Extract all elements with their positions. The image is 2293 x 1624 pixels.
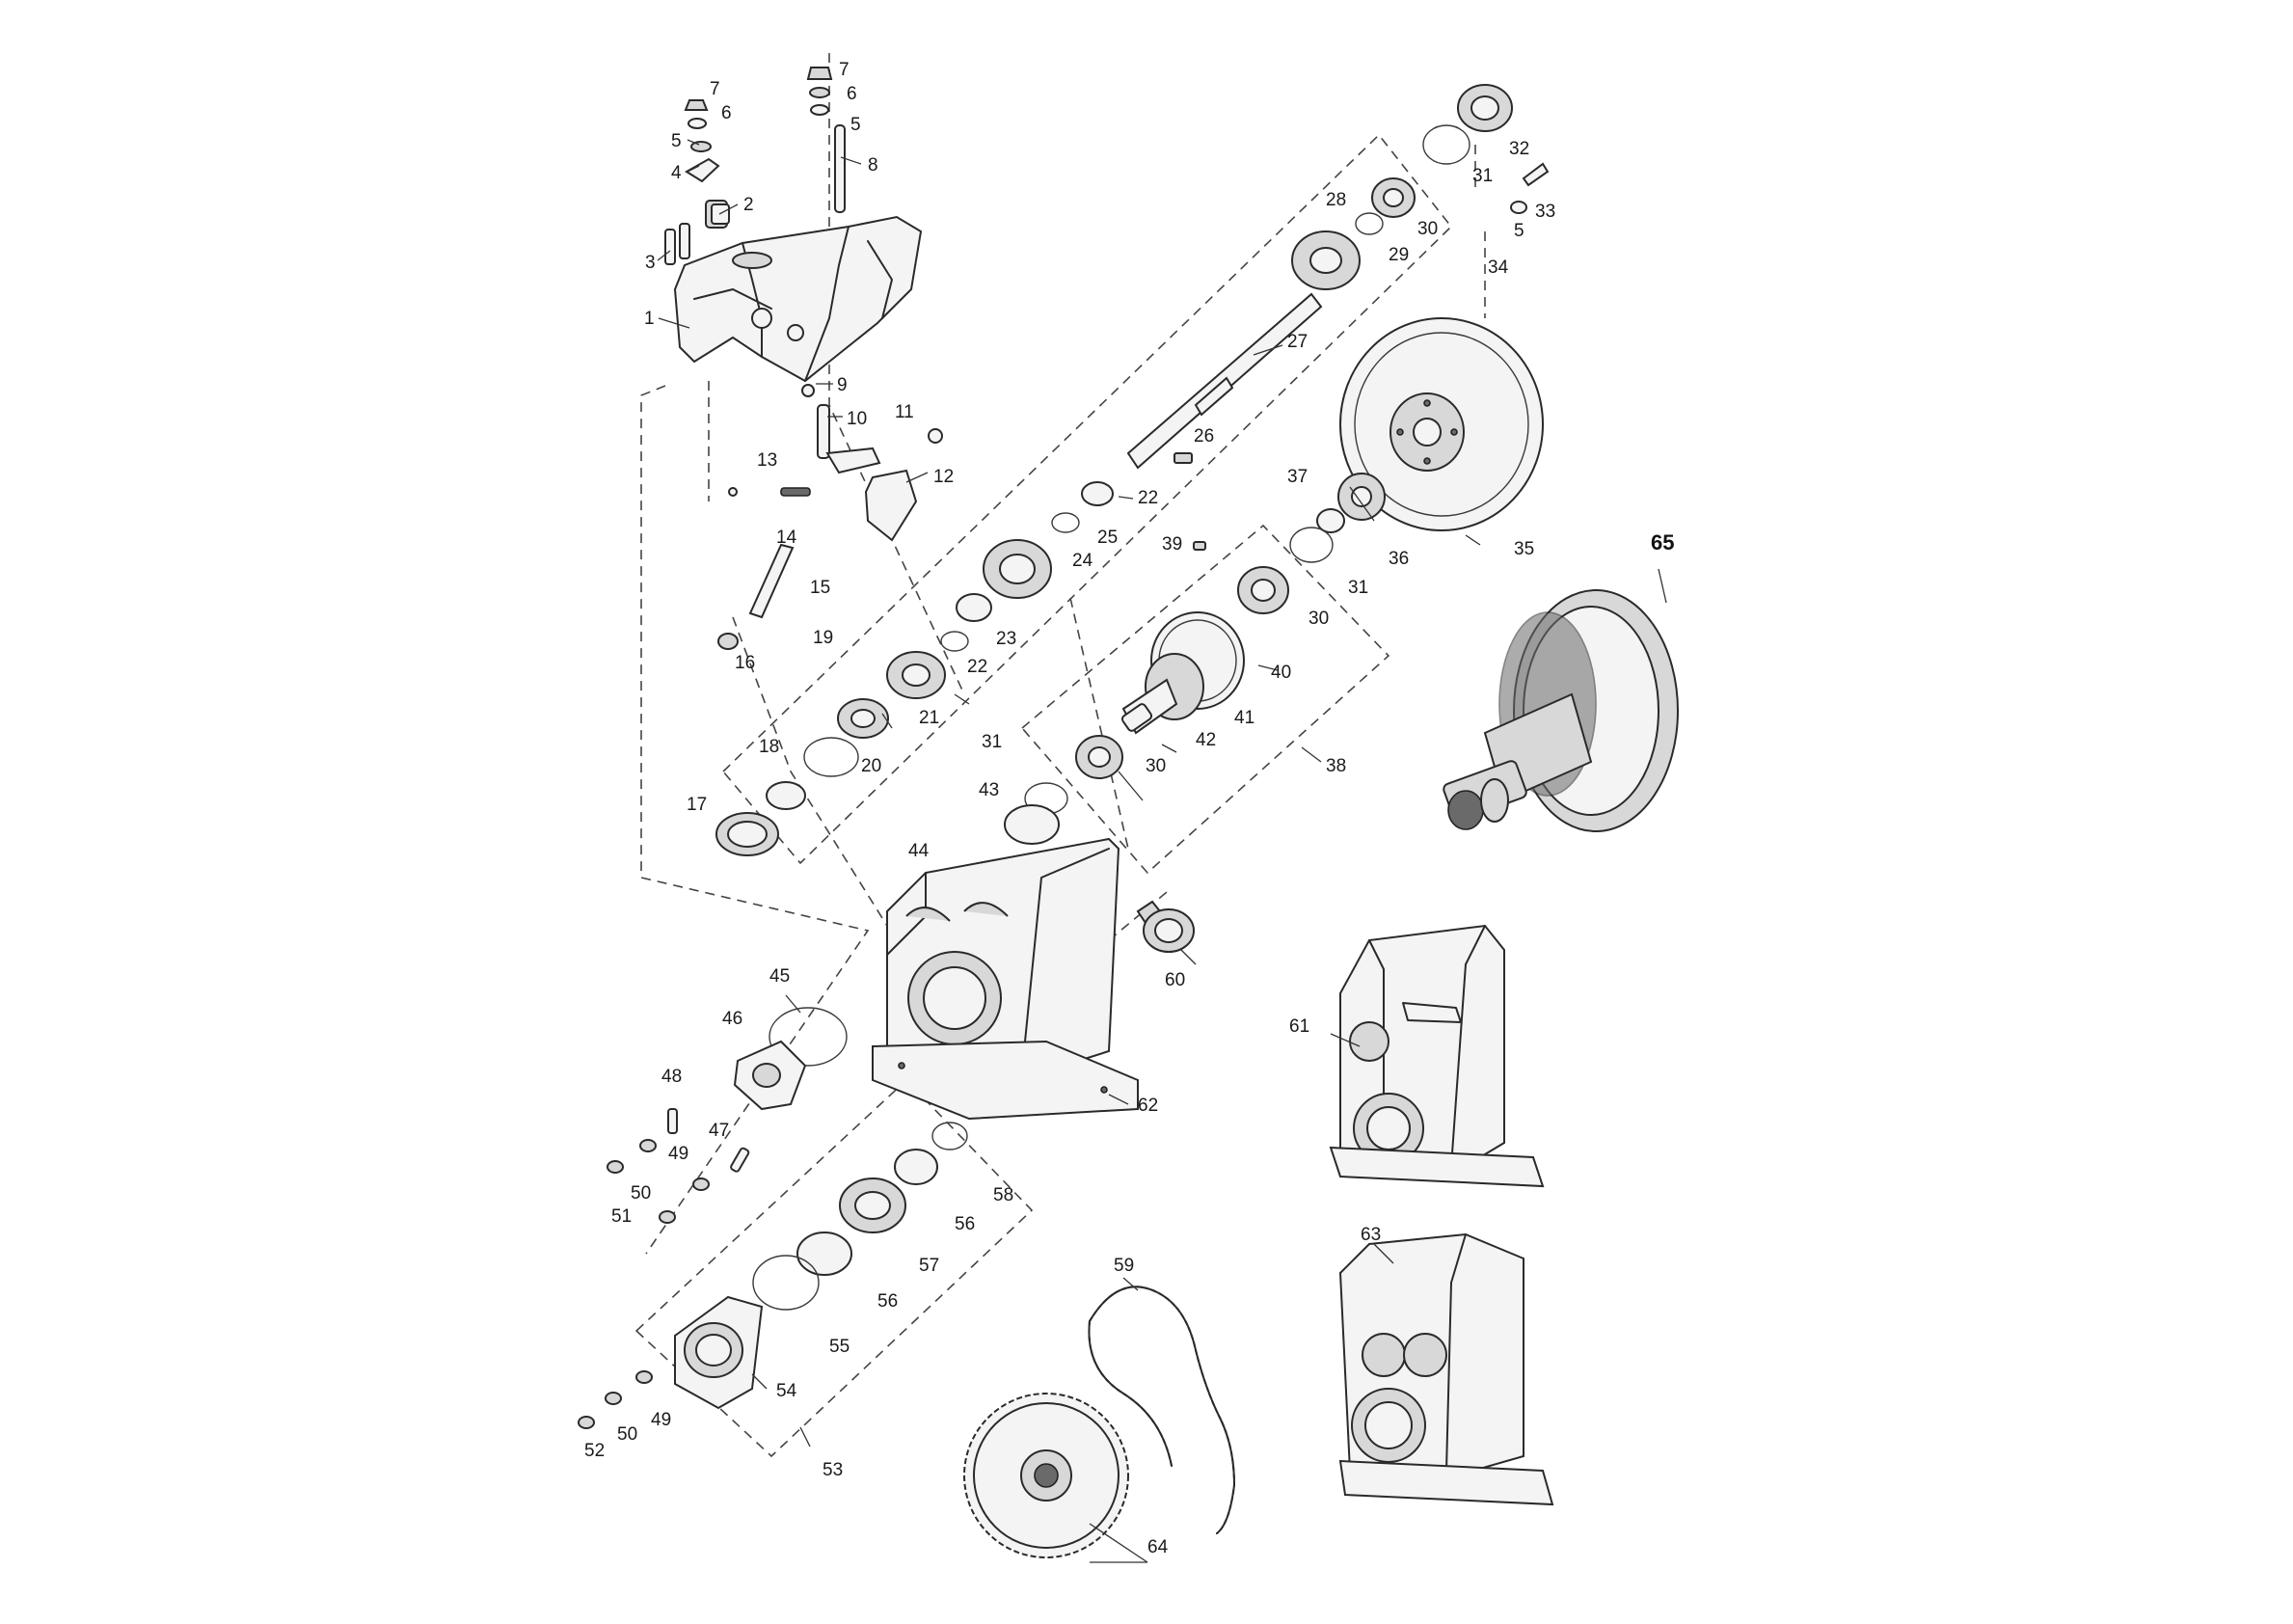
label-51: 51	[611, 1206, 632, 1227]
label-63: 63	[1361, 1225, 1381, 1245]
label-5-right: 5	[850, 115, 861, 135]
label-9: 9	[837, 375, 848, 395]
label-53: 53	[823, 1460, 843, 1480]
label-48: 48	[661, 1067, 682, 1087]
clutch-disc	[1289, 317, 1544, 563]
label-57: 57	[919, 1256, 939, 1276]
counter-shaft-assembly	[1075, 541, 1289, 779]
label-13: 13	[757, 450, 777, 471]
label-17: 17	[687, 795, 707, 815]
label-28: 28	[1326, 190, 1346, 210]
assembled-view-63	[1338, 1232, 1554, 1506]
bearing-cover-group	[674, 1122, 968, 1410]
shift-mechanism	[717, 384, 943, 650]
cover-hardware	[664, 67, 846, 265]
label-5-far-right: 5	[1514, 221, 1524, 241]
label-33: 33	[1535, 202, 1555, 222]
label-1: 1	[644, 309, 655, 329]
label-61: 61	[1289, 1016, 1309, 1037]
sprocket	[963, 1393, 1129, 1558]
label-27: 27	[1287, 332, 1308, 352]
drive-chain	[1088, 1286, 1235, 1534]
label-2: 2	[743, 195, 754, 215]
label-58: 58	[993, 1185, 1013, 1205]
label-50-lower: 50	[617, 1424, 637, 1445]
label-7-right: 7	[839, 60, 850, 80]
label-35: 35	[1514, 539, 1534, 559]
housing-cover	[673, 215, 923, 383]
label-37: 37	[1287, 467, 1308, 487]
label-14: 14	[776, 528, 797, 548]
part-labels: 1 2 3 4 5 6 7 7 6 5 8 9 10 11 12 13 14 1…	[584, 60, 1674, 1557]
leader-lines	[657, 139, 1667, 1563]
label-62: 62	[1138, 1096, 1158, 1116]
assembled-view-61	[1329, 924, 1545, 1188]
label-30-top: 30	[1417, 219, 1438, 239]
label-3: 3	[645, 253, 656, 273]
label-42: 42	[1196, 730, 1216, 750]
label-4: 4	[671, 163, 682, 183]
label-54: 54	[776, 1381, 797, 1401]
label-22-upper: 22	[1138, 488, 1158, 508]
label-16: 16	[735, 653, 755, 673]
label-15: 15	[810, 578, 830, 598]
label-24: 24	[1072, 551, 1093, 571]
label-21: 21	[919, 708, 939, 728]
lower-cover-parts	[578, 1007, 848, 1429]
label-29: 29	[1389, 245, 1409, 265]
dashed-guides	[634, 53, 1486, 1458]
label-55: 55	[829, 1337, 850, 1357]
label-39: 39	[1162, 534, 1182, 555]
label-22-lower: 22	[967, 657, 987, 677]
label-50-upper: 50	[631, 1183, 651, 1204]
label-40: 40	[1271, 663, 1291, 683]
clutch-assembly-65	[1443, 589, 1679, 832]
seal-rings	[1004, 782, 1068, 845]
label-49-lower: 49	[651, 1410, 671, 1430]
label-38: 38	[1326, 756, 1346, 776]
label-34: 34	[1488, 257, 1509, 278]
label-47: 47	[709, 1121, 729, 1141]
label-12: 12	[933, 467, 954, 487]
label-11: 11	[895, 402, 914, 422]
label-5-left: 5	[671, 131, 682, 151]
label-60: 60	[1165, 970, 1185, 990]
label-31-top: 31	[1472, 166, 1493, 186]
label-7-left: 7	[710, 79, 720, 99]
label-31-mid: 31	[1348, 578, 1368, 598]
label-30-mid: 30	[1308, 609, 1329, 629]
label-31-bottom: 31	[982, 732, 1002, 752]
label-49-upper: 49	[668, 1144, 688, 1164]
label-32: 32	[1509, 139, 1529, 159]
label-56-lower: 56	[877, 1291, 898, 1312]
label-45: 45	[769, 966, 790, 987]
main-shaft-assembly	[715, 84, 1550, 856]
label-44: 44	[908, 841, 930, 861]
label-23: 23	[996, 629, 1016, 649]
oil-seal	[1143, 908, 1195, 953]
label-8: 8	[868, 155, 878, 176]
label-20: 20	[861, 756, 881, 776]
label-36: 36	[1389, 549, 1409, 569]
gearbox-housing	[872, 837, 1173, 1121]
label-43: 43	[979, 780, 999, 800]
label-30-bottom: 30	[1146, 756, 1166, 776]
label-19: 19	[813, 628, 833, 648]
label-6-right: 6	[847, 84, 857, 104]
label-41: 41	[1234, 708, 1254, 728]
label-59: 59	[1114, 1256, 1134, 1276]
label-65: 65	[1651, 530, 1674, 555]
label-52: 52	[584, 1441, 605, 1461]
label-46: 46	[722, 1009, 742, 1029]
label-10: 10	[847, 409, 867, 429]
label-6-left: 6	[721, 103, 732, 123]
label-26: 26	[1194, 426, 1214, 447]
label-18: 18	[759, 737, 779, 757]
label-25: 25	[1097, 528, 1118, 548]
label-56-upper: 56	[955, 1214, 975, 1234]
label-64: 64	[1147, 1537, 1169, 1557]
